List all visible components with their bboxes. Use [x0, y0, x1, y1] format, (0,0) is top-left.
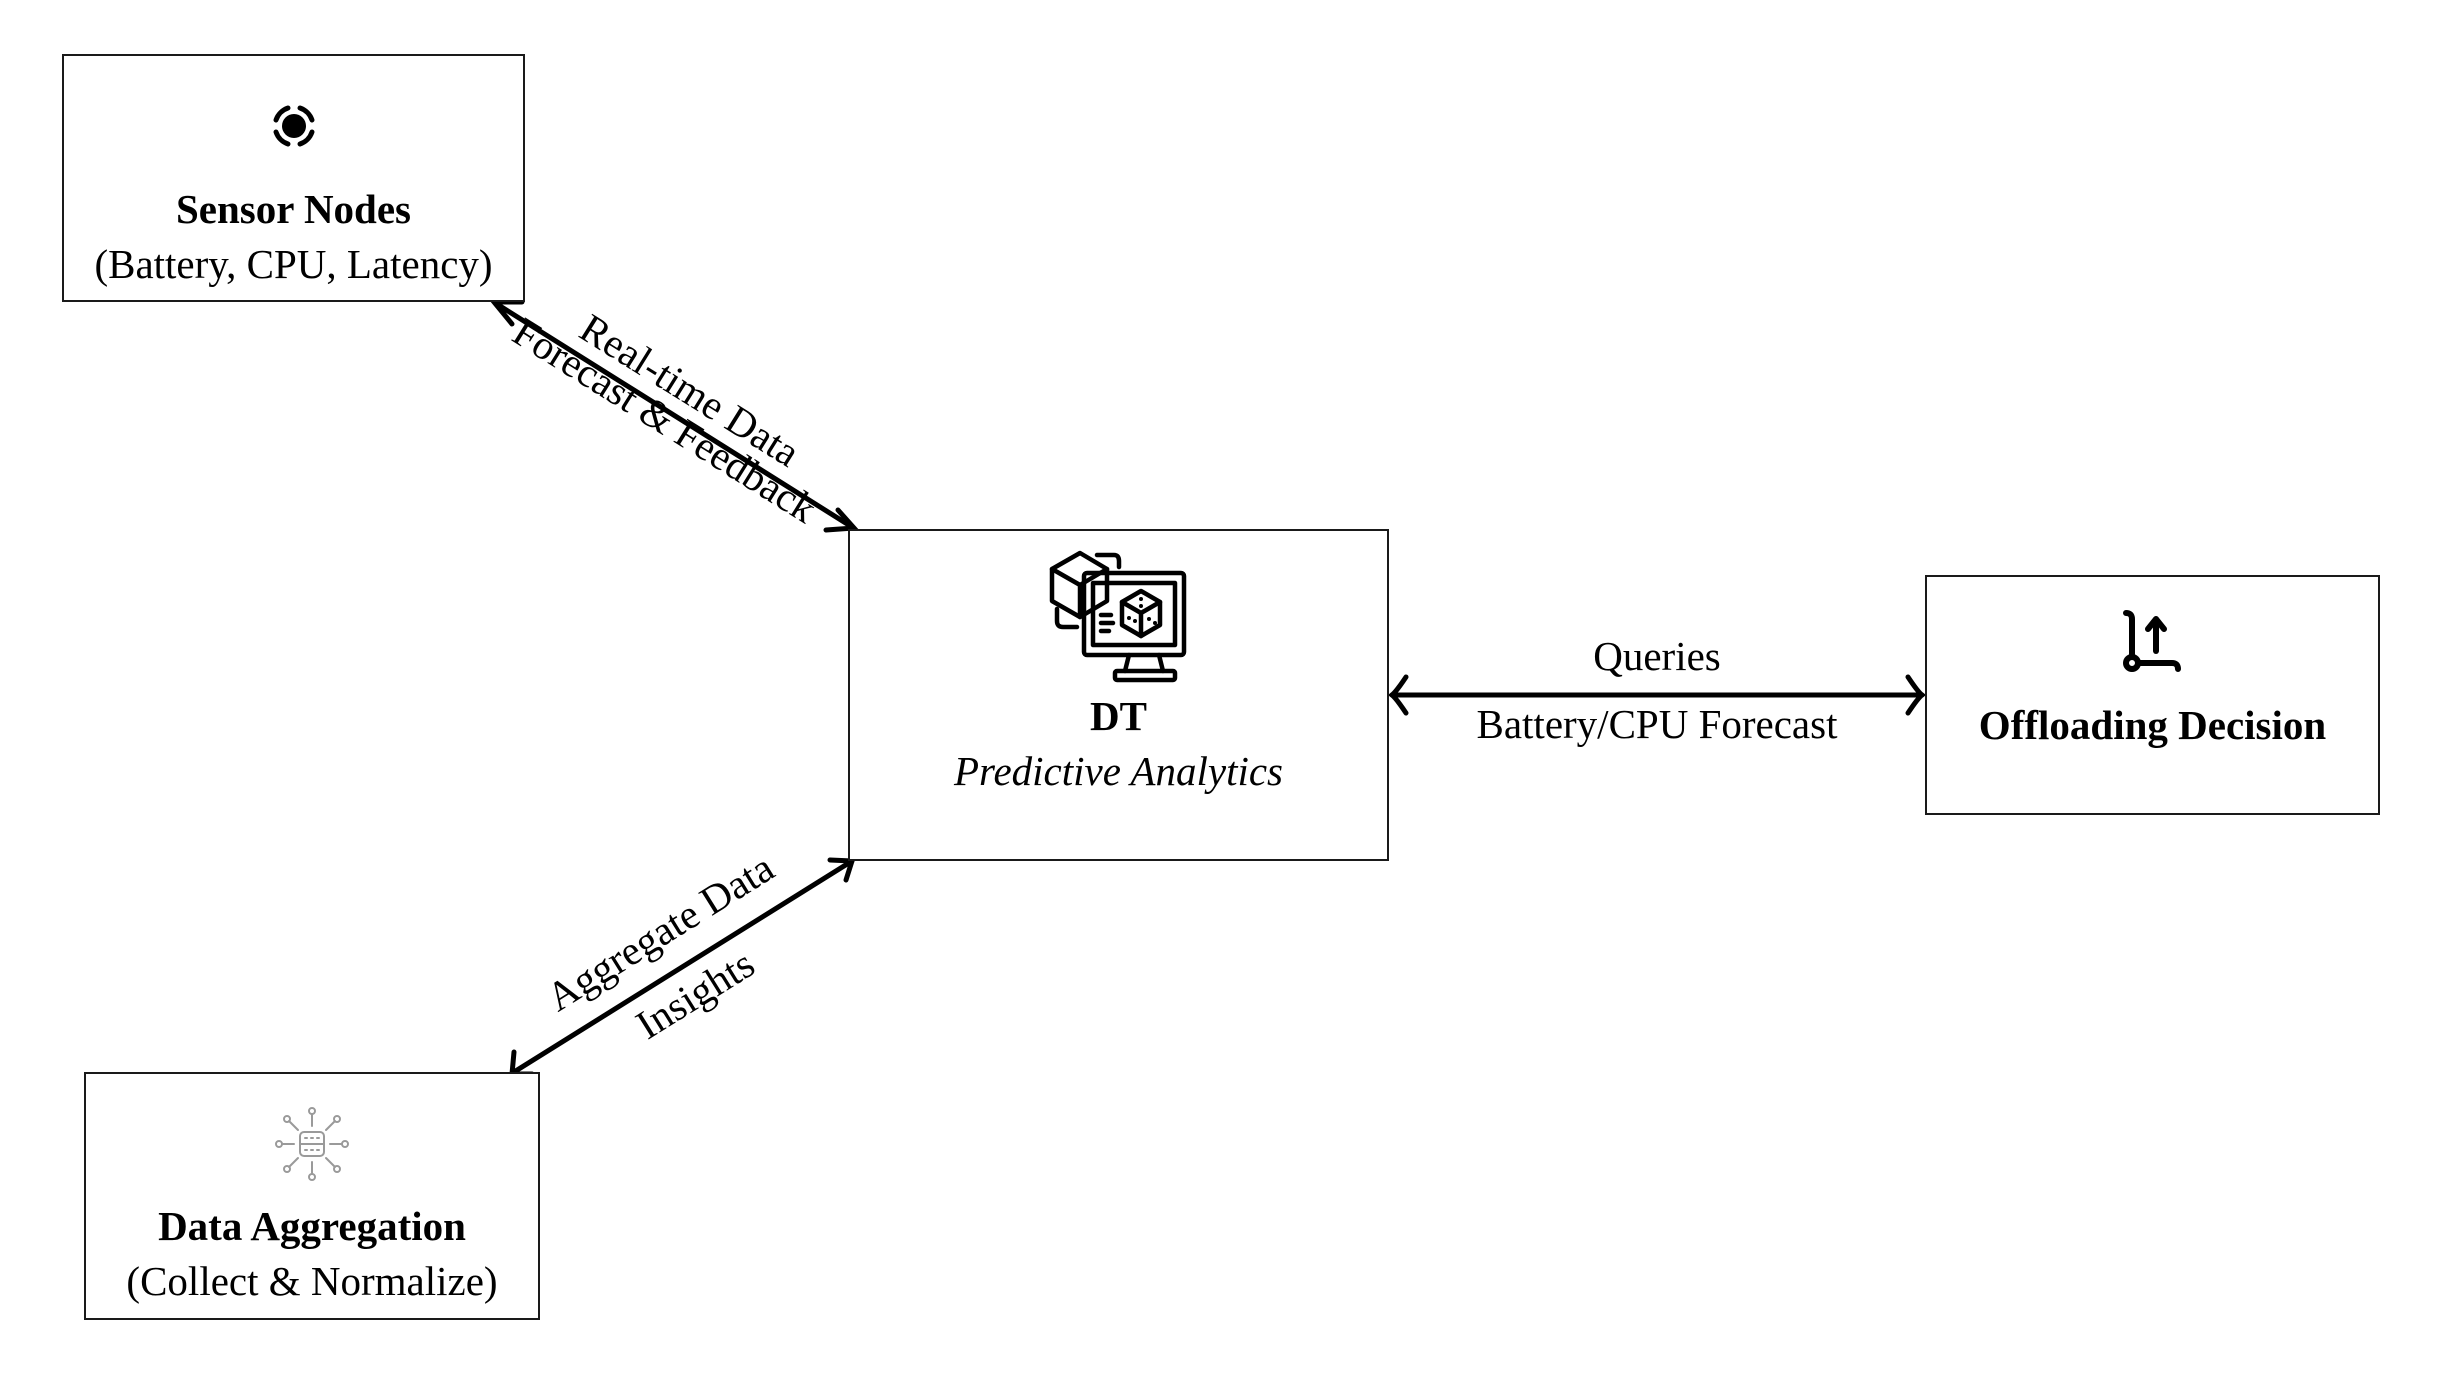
arrowhead-agg	[509, 1049, 535, 1077]
digital-twin-monitor-cube-icon	[1049, 550, 1186, 683]
edge-label-queries: Queries	[1593, 633, 1721, 679]
node-data-aggregation[interactable]: Data Aggregation (Collect & Normalize)	[84, 1072, 540, 1320]
node-digital-twin[interactable]: DT Predictive Analytics	[848, 529, 1389, 861]
node-title: Data Aggregation	[158, 1203, 466, 1249]
data-hub-database-icon	[275, 1107, 349, 1181]
node-title: DT	[1090, 693, 1147, 739]
edge-label-forecast-feedback: Forecast & Feedback	[505, 308, 825, 532]
node-offloading-decision[interactable]: Offloading Decision	[1925, 575, 2380, 815]
edge-label-battery-cpu-forecast: Battery/CPU Forecast	[1476, 701, 1838, 747]
node-title: Offloading Decision	[1978, 702, 2327, 748]
sensor-radar-icon	[273, 105, 314, 147]
arrowhead-dt-bottomleft	[827, 857, 856, 883]
node-title: Sensor Nodes	[175, 186, 412, 232]
node-subtitle: (Battery, CPU, Latency)	[94, 241, 493, 287]
node-sensor-nodes[interactable]: Sensor Nodes (Battery, CPU, Latency)	[62, 54, 525, 302]
node-subtitle: (Collect & Normalize)	[126, 1258, 498, 1304]
node-subtitle: Predictive Analytics	[953, 748, 1284, 794]
offload-upload-cart-icon	[2122, 610, 2181, 672]
